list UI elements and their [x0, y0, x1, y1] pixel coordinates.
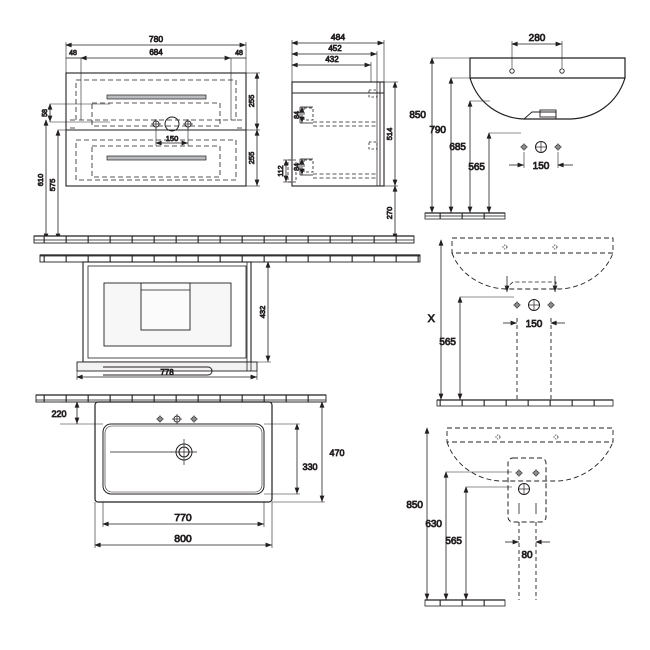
dim-58: 58 — [42, 109, 49, 117]
view-front-cabinet: 780 684 48 48 255 255 150 — [36, 34, 260, 240]
dim-514: 514 — [385, 128, 394, 141]
dim-685: 685 — [449, 142, 466, 153]
dim-610: 610 — [36, 174, 45, 187]
dim-770: 770 — [174, 512, 192, 524]
dim-255-lower: 255 — [247, 152, 256, 165]
dim-778: 778 — [160, 368, 174, 377]
dim-48-right: 48 — [235, 50, 243, 57]
dim-684: 684 — [149, 48, 163, 57]
dim-850-top: 850 — [409, 110, 426, 121]
dim-800: 800 — [174, 533, 192, 545]
view-side-cabinet: 484 452 432 84 84 112 514 270 — [278, 32, 398, 240]
view-basin-section-mid: X 565 150 — [427, 237, 614, 407]
view-basin-section-bottom: 850 630 565 80 — [406, 427, 614, 607]
dim-84-lower: 84 — [294, 163, 301, 171]
dim-432-side: 432 — [325, 55, 339, 64]
dim-484: 484 — [331, 32, 345, 42]
dim-565-mid: 565 — [439, 337, 456, 348]
dim-150-taps: 150 — [166, 134, 179, 143]
dim-565-bottom: 565 — [445, 536, 462, 547]
view-basin-plan: 220 470 330 770 800 — [35, 394, 345, 548]
dim-432-open: 432 — [258, 306, 267, 319]
dim-470: 470 — [329, 448, 344, 458]
dim-X: X — [428, 313, 436, 325]
dim-565-top: 565 — [468, 162, 485, 173]
dim-850-bottom: 850 — [406, 500, 423, 511]
dim-80: 80 — [521, 550, 533, 561]
dim-790: 790 — [429, 125, 446, 136]
dim-630: 630 — [425, 519, 442, 530]
dim-280: 280 — [529, 33, 546, 44]
dim-150-top: 150 — [533, 161, 550, 172]
dim-48-left: 48 — [69, 50, 77, 57]
dim-150-mid: 150 — [526, 319, 543, 330]
dim-452: 452 — [328, 44, 342, 53]
dim-84-upper: 84 — [294, 111, 301, 119]
view-cabinet-open: 432 778 — [76, 261, 271, 380]
dim-575: 575 — [48, 179, 57, 192]
dim-270: 270 — [385, 207, 394, 220]
dim-220: 220 — [51, 409, 66, 419]
dim-255-upper: 255 — [247, 95, 256, 108]
dim-112: 112 — [278, 165, 285, 176]
floor-hatch-lower — [39, 254, 421, 263]
dim-330: 330 — [302, 462, 317, 472]
dim-780: 780 — [149, 34, 163, 44]
floor-hatch-upper — [33, 235, 415, 244]
view-basin-section-top: 280 850 790 685 565 150 — [409, 33, 626, 220]
